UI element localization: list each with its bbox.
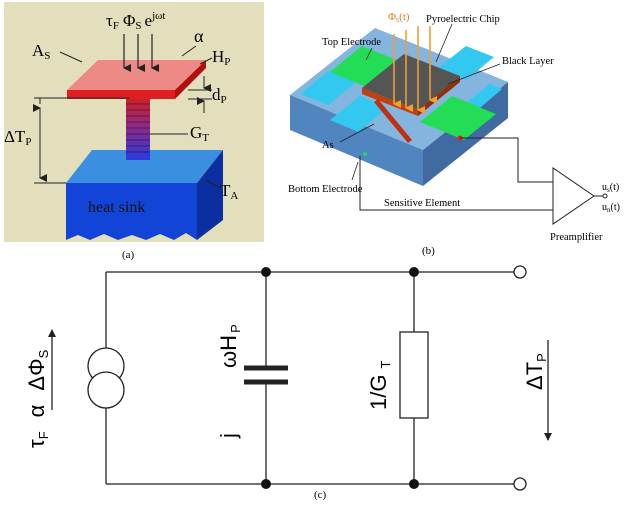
hp-leader-line [199, 57, 213, 65]
output-delta-t-label: ΔTP [522, 353, 549, 390]
area-label: AS [32, 41, 50, 62]
amplifier-wires [359, 137, 553, 211]
delta-t-label: ΔTP [4, 127, 31, 148]
temperature-difference-dimension [33, 97, 130, 184]
chip-edge [362, 88, 418, 116]
conductance-label: GT [190, 123, 209, 144]
black-layer-label: Black Layer [502, 56, 554, 67]
flux-label-b: Φs(t) [388, 11, 410, 24]
ambient-temp-label: TA [220, 181, 238, 202]
top-electrode-label: Top Electrode [322, 37, 381, 48]
caption-c: (c) [314, 489, 327, 501]
capacitor-j-label: j [216, 433, 241, 439]
capacitor-omega-label: ωHP [216, 324, 243, 368]
source-label: τFαΔΦS [24, 349, 51, 448]
node-top-cap [261, 267, 271, 277]
heat-sink-label: heat sink [88, 199, 145, 216]
current-source-symbol [87, 347, 125, 409]
preamplifier-symbol [552, 167, 595, 225]
incident-flux-arrows-b [393, 26, 437, 114]
bottom-pad-left [300, 70, 358, 105]
thickness-label: dP [212, 85, 227, 106]
signal-output-label: us(t) [602, 182, 619, 194]
terminal-bottom [513, 477, 527, 491]
circuit-wires [105, 271, 514, 485]
alpha-leader-line [181, 45, 197, 57]
bottom-electrode-label: Bottom Electrode [288, 184, 363, 195]
resistor-label: 1/GT [366, 361, 393, 410]
pyro-chip-label: Pyroelectric Chip [426, 14, 500, 25]
panel-b: Φs(t) Pyroelectric Chip Top Electrode Bl… [288, 11, 620, 257]
panel-c: τFαΔΦS j ωHP 1/GT ΔTP (c) [24, 265, 552, 501]
noise-output-label: un(t) [602, 202, 620, 214]
heat-capacity-label: HP [212, 47, 230, 68]
heat-sink-block [66, 150, 223, 240]
resistor-symbol [399, 331, 429, 419]
node-top-res [409, 267, 419, 277]
caption-b: (b) [422, 245, 435, 257]
bottom-pad-right-top [438, 46, 494, 80]
as-label: As [322, 140, 334, 151]
black-layer [362, 54, 460, 110]
terminal-top [513, 265, 527, 279]
top-electrode-right [420, 96, 496, 140]
absorptance-label: α [194, 26, 204, 46]
bottom-node [363, 152, 367, 156]
ta-leader-line [205, 179, 221, 189]
incident-flux-arrows [123, 34, 159, 72]
thermal-link-stem [126, 96, 150, 160]
capacitor-symbol [244, 365, 288, 385]
preamplifier-label: Preamplifier [550, 232, 603, 243]
as-leader-line [59, 51, 83, 63]
output-terminal [602, 193, 608, 199]
node-bottom-cap [261, 479, 271, 489]
sensitive-element-label: Sensitive Element [384, 198, 460, 209]
bottom-electrode [330, 96, 388, 132]
as-strip [374, 99, 412, 143]
caption-a: (a) [122, 249, 135, 261]
absorber-plate [67, 60, 206, 99]
node-bottom-res [409, 479, 419, 489]
thickness-dimension [188, 76, 212, 113]
